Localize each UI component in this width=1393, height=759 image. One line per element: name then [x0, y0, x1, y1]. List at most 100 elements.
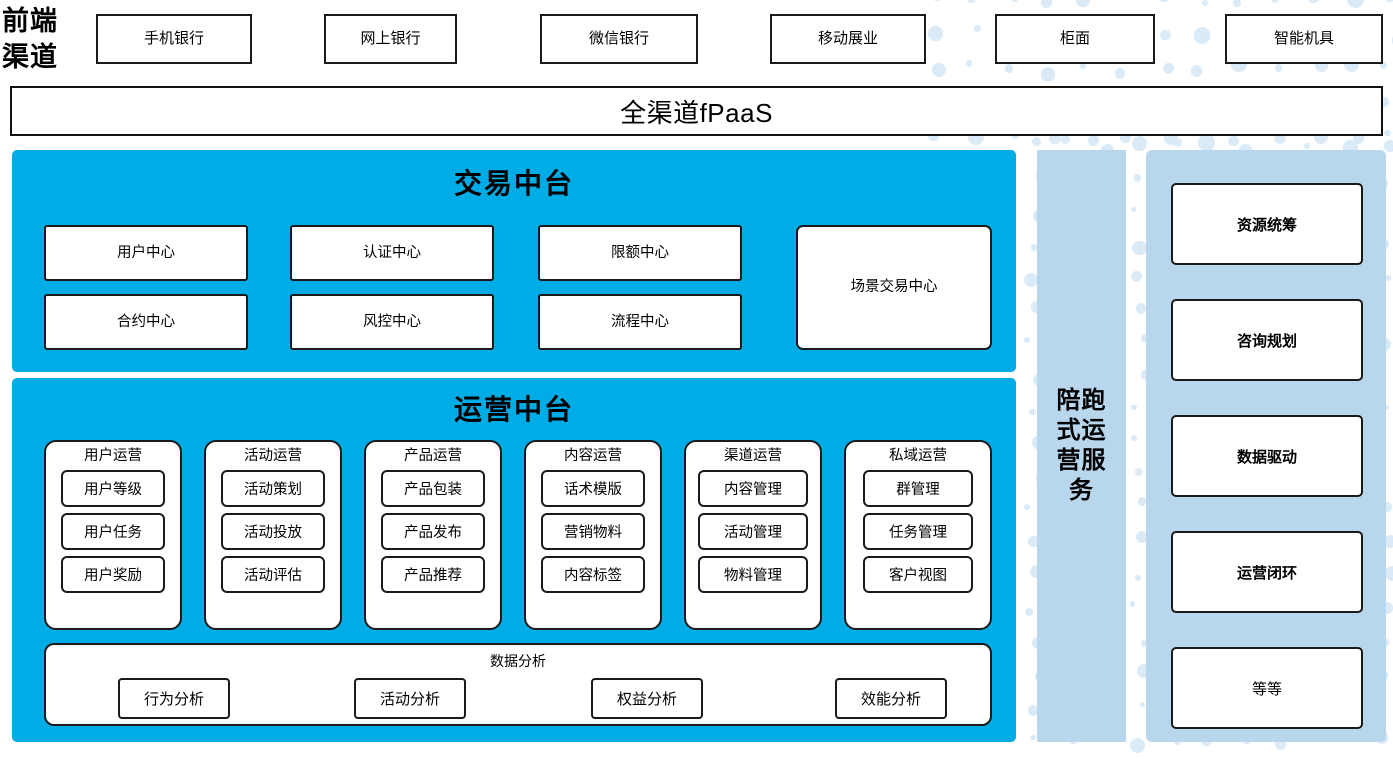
decorative-dot	[1088, 134, 1100, 146]
decorative-dot	[1134, 467, 1143, 476]
trading-card-auth-center[interactable]: 认证中心	[290, 225, 494, 281]
fpaas-banner: 全渠道fPaaS	[10, 86, 1383, 136]
operations-chip[interactable]: 产品发布	[381, 512, 485, 550]
service-label-line-4: 务	[1069, 477, 1094, 504]
operations-column-private-domain: 私域运营 群管理 任务管理 客户视图	[844, 440, 992, 630]
operations-platform-block: 运营中台 用户运营 用户等级 用户任务 用户奖励 活动运营 活动策划 活动投放 …	[12, 378, 1016, 742]
decorative-dot	[1011, 0, 1018, 2]
capability-card-resource[interactable]: 资源统筹	[1171, 183, 1363, 265]
service-label-line-1: 陪跑	[1056, 387, 1107, 414]
decorative-dot	[1031, 136, 1041, 147]
decorative-dot	[1024, 607, 1034, 616]
decorative-dot	[1135, 303, 1147, 314]
operations-column-title: 产品运营	[404, 448, 462, 464]
decorative-dot	[1132, 135, 1148, 151]
operations-chip[interactable]: 产品包装	[381, 469, 485, 507]
front-channel-label: 前端 渠道	[2, 2, 88, 76]
decorative-dot	[1132, 240, 1147, 256]
operations-column-title: 内容运营	[564, 448, 622, 464]
channel-box-online-bank[interactable]: 网上银行	[324, 14, 457, 64]
trading-card-riskcontrol-center[interactable]: 风控中心	[290, 294, 494, 350]
decorative-dot	[1129, 738, 1145, 754]
decorative-dot	[1304, 143, 1310, 149]
decorative-dot	[1274, 64, 1283, 73]
decorative-dot	[1130, 435, 1137, 442]
data-analysis-title: 数据分析	[490, 653, 546, 669]
decorative-dot	[1160, 29, 1171, 41]
operations-chip[interactable]: 内容管理	[698, 469, 808, 507]
decorative-dot	[1041, 0, 1052, 8]
capability-card-data-driven[interactable]: 数据驱动	[1171, 415, 1363, 497]
decorative-dot	[1133, 174, 1141, 182]
decorative-dot	[1347, 0, 1365, 8]
trading-card-scenario-transaction-center[interactable]: 场景交易中心	[796, 225, 992, 350]
operations-column-activity: 活动运营 活动策划 活动投放 活动评估	[204, 440, 342, 630]
operations-chip[interactable]: 营销物料	[541, 512, 645, 550]
data-analysis-chip-activity[interactable]: 活动分析	[354, 678, 466, 719]
service-label-line-2: 式运	[1056, 417, 1107, 444]
operations-chip[interactable]: 用户任务	[61, 512, 165, 550]
decorative-dot	[1191, 65, 1203, 77]
trading-card-user-center[interactable]: 用户中心	[44, 225, 248, 281]
capability-card-consulting[interactable]: 咨询规划	[1171, 299, 1363, 381]
decorative-dot	[1129, 601, 1136, 607]
decorative-dot	[1040, 67, 1055, 82]
decorative-dot	[1385, 274, 1392, 281]
decorative-dot	[1029, 408, 1036, 416]
trading-platform-block: 交易中台 用户中心 认证中心 限额中心 合约中心 风控中心 流程中心 场景交易中…	[12, 150, 1016, 372]
accompanying-service-label: 陪跑 式运 营服 务	[1051, 386, 1113, 506]
decorative-dot	[1228, 135, 1240, 147]
channel-box-counter[interactable]: 柜面	[995, 14, 1155, 64]
decorative-dot	[1131, 404, 1137, 411]
channel-box-smart-machine[interactable]: 智能机具	[1225, 14, 1383, 64]
decorative-dot	[1383, 0, 1393, 2]
decorative-dot	[1004, 64, 1013, 73]
capability-panel: 资源统筹 咨询规划 数据驱动 运营闭环 等等	[1146, 150, 1386, 742]
operations-column-content: 内容运营 话术模版 营销物料 内容标签	[524, 440, 662, 630]
operations-chip[interactable]: 活动投放	[221, 512, 325, 550]
operations-chip[interactable]: 内容标签	[541, 555, 645, 593]
decorative-dot	[973, 24, 981, 32]
decorative-dot	[1023, 272, 1038, 287]
capability-card-closed-loop[interactable]: 运营闭环	[1171, 531, 1363, 613]
operations-platform-title: 运营中台	[453, 394, 574, 425]
operations-chip[interactable]: 话术模版	[541, 469, 645, 507]
service-label-line-3: 营服	[1056, 447, 1107, 474]
decorative-dot	[1139, 702, 1145, 708]
decorative-dot	[1114, 67, 1126, 79]
channel-box-wechat-bank[interactable]: 微信银行	[540, 14, 698, 64]
operations-chip[interactable]: 用户等级	[61, 469, 165, 507]
decorative-dot	[1134, 574, 1141, 581]
decorative-dot	[967, 0, 976, 3]
operations-chip[interactable]: 产品推荐	[381, 555, 485, 593]
trading-card-contract-center[interactable]: 合约中心	[44, 294, 248, 350]
front-channel-label-line2: 渠道	[2, 42, 58, 72]
trading-card-process-center[interactable]: 流程中心	[538, 294, 742, 350]
operations-column-title: 渠道运营	[724, 448, 782, 464]
operations-column-product: 产品运营 产品包装 产品发布 产品推荐	[364, 440, 502, 630]
decorative-dot	[1193, 27, 1211, 44]
decorative-dot	[1131, 207, 1137, 213]
channel-box-mobile-bank[interactable]: 手机银行	[96, 14, 252, 64]
data-analysis-chip-benefit[interactable]: 权益分析	[591, 678, 703, 719]
trading-platform-title: 交易中台	[453, 168, 574, 199]
decorative-dot	[1157, 0, 1170, 3]
channel-box-mobile-business[interactable]: 移动展业	[770, 14, 926, 64]
operations-chip[interactable]: 群管理	[863, 469, 973, 507]
data-analysis-chip-efficiency[interactable]: 效能分析	[835, 678, 947, 719]
operations-chip[interactable]: 用户奖励	[61, 555, 165, 593]
decorative-dot	[1383, 140, 1393, 152]
data-analysis-chip-behavior[interactable]: 行为分析	[118, 678, 230, 719]
operations-column-title: 活动运营	[244, 448, 302, 464]
front-channel-label-line1: 前端	[2, 6, 58, 36]
operations-chip[interactable]: 物料管理	[698, 555, 808, 593]
capability-card-etc[interactable]: 等等	[1171, 647, 1363, 729]
operations-chip[interactable]: 活动评估	[221, 555, 325, 593]
operations-chip[interactable]: 客户视图	[863, 555, 973, 593]
decorative-dot	[1076, 0, 1090, 8]
operations-chip[interactable]: 活动管理	[698, 512, 808, 550]
operations-chip[interactable]: 任务管理	[863, 512, 973, 550]
operations-chip[interactable]: 活动策划	[221, 469, 325, 507]
trading-card-limit-center[interactable]: 限额中心	[538, 225, 742, 281]
